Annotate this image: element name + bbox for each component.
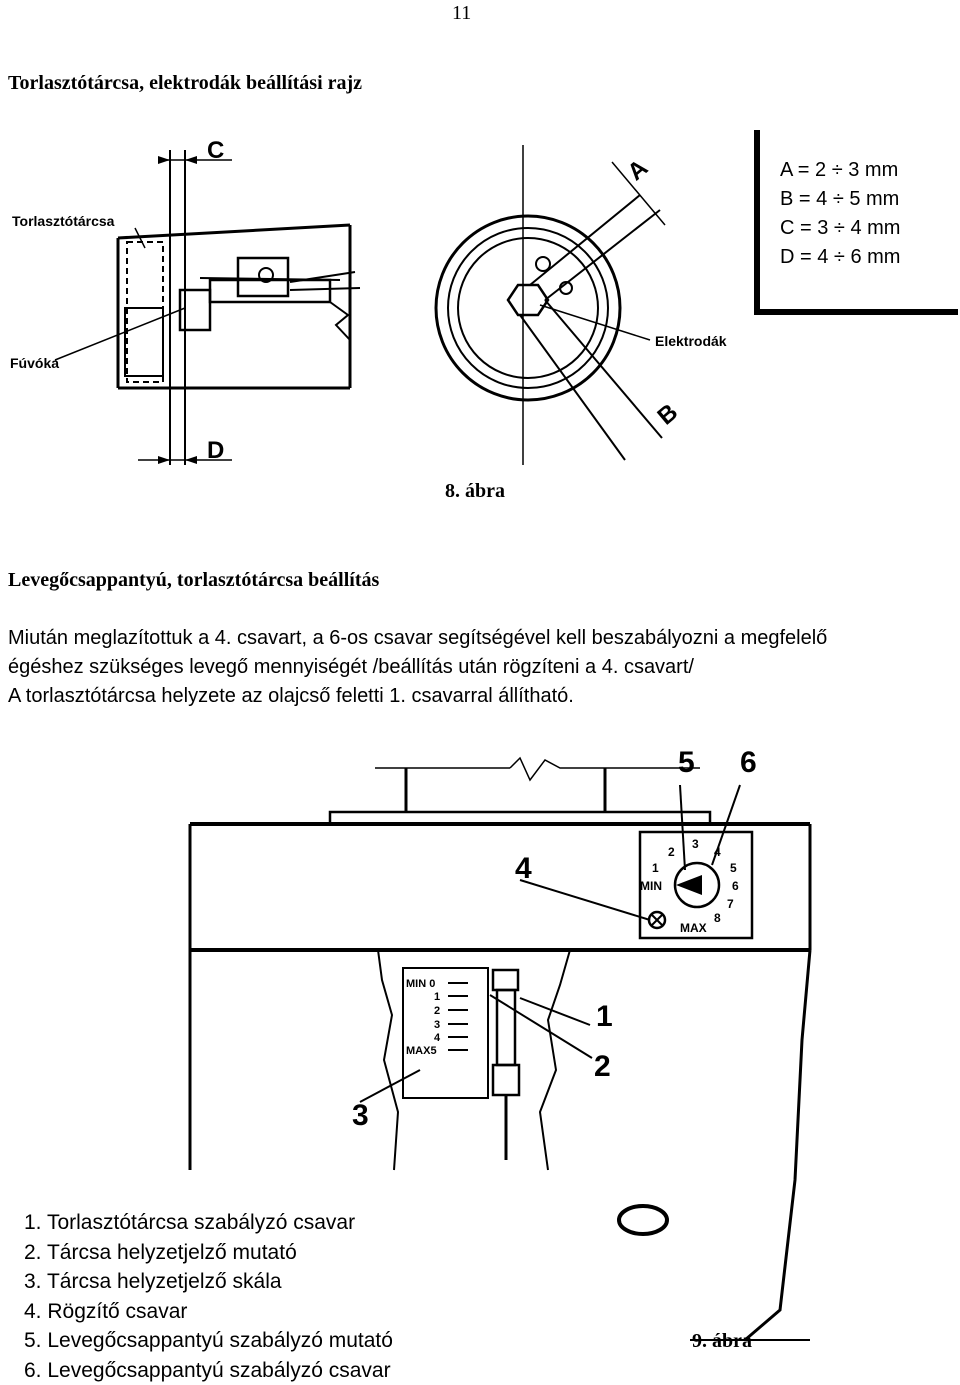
scale-mark-max: MAX5 <box>406 1045 437 1057</box>
spec-line-c: C = 3 ÷ 4 mm <box>780 217 900 239</box>
scale-mark-3: 3 <box>434 1019 440 1031</box>
scale-mark-2: 2 <box>434 1005 440 1017</box>
legend-item-6: 6. Levegőcsappantyú szabályzó csavar <box>24 1358 391 1382</box>
figure-8-caption: 8. ábra <box>445 480 505 502</box>
burner-body-outline <box>188 756 812 1342</box>
label-dim-a: A <box>623 154 654 186</box>
spec-line-b: B = 4 ÷ 5 mm <box>780 188 899 210</box>
paragraph-line-1: Miután meglazítottuk a 4. csavart, a 6-o… <box>8 627 828 649</box>
callout-4: 4 <box>515 852 532 885</box>
spec-box: A = 2 ÷ 3 mm B = 4 ÷ 5 mm C = 3 ÷ 4 mm D… <box>754 130 958 315</box>
label-dim-d: D <box>207 437 224 464</box>
burner-head-front-view <box>434 145 666 465</box>
section-title-air-damper: Levegőcsappantyú, torlasztótárcsa beállí… <box>8 569 380 591</box>
label-nozzle: Fúvóka <box>10 355 59 371</box>
figure-9-legend: 1. Torlasztótárcsa szabályzó csavar 2. T… <box>24 1208 393 1385</box>
legend-item-5: 5. Levegőcsappantyú szabályzó mutató <box>24 1329 393 1352</box>
figure-8-electrode-drawing: Torlasztótárcsa Fúvóka C D A B Elektrodá… <box>10 130 958 465</box>
scale-mark-4: 4 <box>434 1032 441 1044</box>
legend-item-3: 3. Tárcsa helyzetjelző skála <box>24 1270 282 1293</box>
disc-position-scale: MIN 0 1 2 3 4 MAX5 <box>402 967 489 1099</box>
callout-1: 1 <box>596 1000 613 1033</box>
legend-item-2: 2. Tárcsa helyzetjelző mutató <box>24 1240 297 1264</box>
figure-9-caption: 9. ábra <box>692 1330 752 1352</box>
scale-mark-min: MIN 0 <box>406 978 435 990</box>
label-dim-b: B <box>652 399 683 431</box>
section-title-electrodes: Torlasztótárcsa, elektrodák beállítási r… <box>8 72 363 94</box>
scale-mark-1: 1 <box>434 991 440 1003</box>
dial-number-7: 7 <box>727 897 734 911</box>
callout-5: 5 <box>678 746 695 779</box>
spec-line-d: D = 4 ÷ 6 mm <box>780 246 900 268</box>
legend-item-1: 1. Torlasztótárcsa szabályzó csavar <box>24 1211 356 1234</box>
legend-item-4: 4. Rögzítő csavar <box>24 1299 188 1323</box>
paragraph-line-2: égéshez szükséges levegő mennyiségét /be… <box>8 656 694 678</box>
label-disc: Torlasztótárcsa <box>12 213 115 229</box>
paragraph-line-3: A torlasztótárcsa helyzete az olajcső fe… <box>8 685 574 707</box>
air-damper-dial: MIN MAX 1 2 3 4 5 6 7 8 <box>638 830 754 940</box>
burner-head-side-view <box>54 150 361 465</box>
dial-number-3: 3 <box>692 837 699 851</box>
dial-min-label: MIN <box>640 879 662 893</box>
dial-number-5: 5 <box>730 861 737 875</box>
label-dim-c: C <box>207 137 224 164</box>
callout-2: 2 <box>594 1050 611 1083</box>
label-electrodes: Elektrodák <box>655 333 727 349</box>
dial-number-6: 6 <box>732 879 739 893</box>
instruction-paragraph: Miután meglazítottuk a 4. csavart, a 6-o… <box>8 624 953 711</box>
figure-9-adjustment-drawing: MIN MAX 1 2 3 4 5 6 7 8 MIN 0 1 2 3 4 MA… <box>188 746 812 1342</box>
spec-line-a: A = 2 ÷ 3 mm <box>780 159 898 181</box>
callout-6: 6 <box>740 746 757 779</box>
dial-max-label: MAX <box>680 921 707 935</box>
dial-number-1: 1 <box>652 861 659 875</box>
page-number: 11 <box>452 2 472 24</box>
dial-number-2: 2 <box>668 845 675 859</box>
callout-3: 3 <box>352 1099 369 1132</box>
callout-leaders <box>359 784 741 1103</box>
dial-number-8: 8 <box>714 911 721 925</box>
